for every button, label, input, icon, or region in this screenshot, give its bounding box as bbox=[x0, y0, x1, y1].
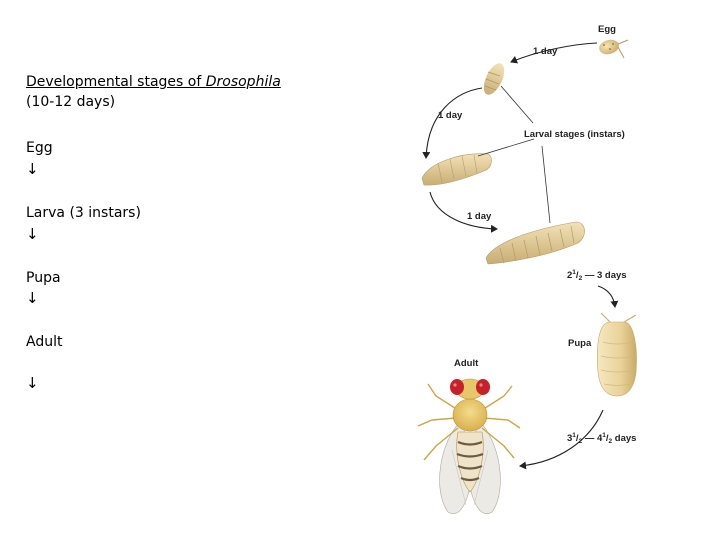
down-arrow-icon: ↓ bbox=[26, 374, 39, 392]
pupa-illustration bbox=[597, 312, 637, 397]
label-duration-larva-to-pupa: 21/2 — 3 days bbox=[567, 269, 627, 282]
label-adult: Adult bbox=[454, 358, 479, 369]
arrow-larva1-to-larva2 bbox=[422, 87, 483, 159]
larva-first-instar bbox=[483, 63, 505, 95]
down-arrow-icon: ↓ bbox=[26, 225, 39, 243]
stage-pupa: Pupa bbox=[26, 270, 61, 286]
label-1-day-c: 1 day bbox=[467, 211, 492, 222]
stage-adult: Adult bbox=[26, 334, 63, 350]
arrow-pupa-to-adult bbox=[519, 409, 604, 470]
stage-larva: Larva (3 instars) bbox=[26, 205, 141, 221]
arrow-larva3-to-pupa bbox=[597, 285, 619, 308]
duration-text: (10-12 days) bbox=[26, 94, 116, 110]
larva-second-instar bbox=[421, 153, 492, 186]
label-larval-stages: Larval stages (instars) bbox=[524, 129, 625, 140]
stages-title: Developmental stages of Drosophila bbox=[26, 74, 281, 90]
larva-third-instar bbox=[485, 221, 585, 265]
label-1-day-a: 1 day bbox=[533, 46, 558, 57]
stage-egg: Egg bbox=[26, 140, 53, 156]
down-arrow-icon: ↓ bbox=[26, 289, 39, 307]
adult-fly-illustration bbox=[417, 378, 521, 514]
arrow-egg-to-larva1 bbox=[510, 42, 598, 64]
label-pupa: Pupa bbox=[568, 338, 592, 349]
down-arrow-icon: ↓ bbox=[26, 160, 39, 178]
leader-line bbox=[500, 85, 534, 124]
leader-line bbox=[541, 145, 551, 224]
label-1-day-b: 1 day bbox=[438, 110, 463, 121]
label-egg: Egg bbox=[598, 24, 616, 35]
egg-illustration bbox=[599, 39, 629, 59]
leader-line bbox=[477, 138, 535, 157]
arrow-larva2-to-larva3 bbox=[429, 191, 498, 233]
